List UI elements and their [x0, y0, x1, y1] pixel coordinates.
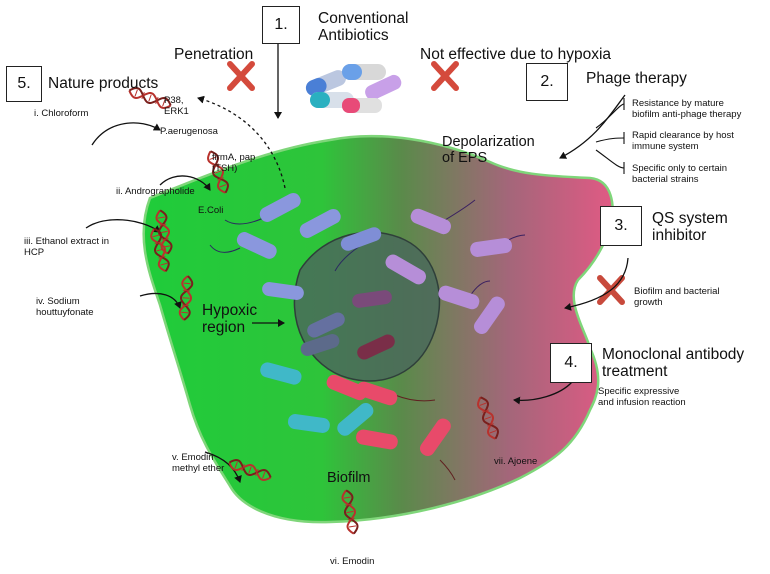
step-box-2: 2. [526, 63, 568, 101]
specific-strains-label: Specific only to certain bacterial strai… [632, 163, 728, 185]
infusion-reaction-label: Specific expressive and infusion reactio… [598, 386, 686, 408]
bacterium [209, 232, 277, 259]
step-number: 2. [540, 73, 554, 90]
bacterium [356, 381, 436, 406]
step-number: 1. [274, 16, 288, 33]
dna-helix-icon [228, 459, 272, 481]
bacterium [352, 290, 392, 308]
andrographolide-label: ii. Andrographolide [116, 186, 195, 197]
monoclonal-label: Monoclonal antibody treatment [602, 346, 745, 380]
penetration-label: Penetration [174, 46, 254, 63]
ethanol-extract-label: iii. Ethanol extract in HCP [24, 236, 110, 258]
bacterium [470, 234, 526, 257]
cross-icon [227, 61, 255, 91]
bacterium [307, 312, 345, 338]
bacterium [300, 333, 340, 357]
bacterium [287, 414, 330, 433]
step-box-1: 1. [262, 6, 300, 44]
nature-products-label: Nature products [48, 75, 159, 92]
bacterium [419, 418, 456, 481]
bacterium [334, 227, 382, 272]
bacterium [337, 403, 374, 436]
bacterium [385, 254, 426, 285]
bacterium [224, 192, 301, 225]
dna-helix-icon [128, 87, 172, 109]
hypoxic-region-label: Hypoxic region [202, 302, 258, 336]
dna-icons [128, 87, 499, 535]
chloroform-label: i. Chloroform [34, 108, 89, 119]
sodium-houttuyfonate-label: iv. Sodium houttuyfonate [36, 296, 94, 318]
step-number: 4. [564, 354, 578, 371]
bacterium [356, 429, 398, 450]
ecoli-label: E.Coli [198, 205, 224, 216]
step-box-5: 5. [6, 66, 42, 102]
bacteria-group [209, 192, 526, 481]
resistance-label: Resistance by mature biofilm anti-phage … [632, 98, 742, 120]
dna-helix-icon [207, 150, 229, 194]
phage-therapy-label: Phage therapy [586, 70, 687, 87]
phage-inhibition-branches [595, 98, 625, 174]
firma-pap-label: firmA, pap (TSH) [212, 152, 256, 174]
bacterium [299, 208, 341, 238]
rapid-clearance-label: Rapid clearance by host immune system [632, 130, 734, 152]
dna-helix-icon [150, 227, 170, 273]
dna-helix-icon [341, 489, 359, 535]
qs-inhibitor-label: QS system inhibitor [652, 210, 728, 244]
step-number: 3. [614, 217, 628, 234]
bacterium [357, 334, 395, 360]
bacterium [438, 280, 491, 310]
depolarization-label: Depolarization of EPS [442, 134, 535, 166]
step-number: 5. [17, 75, 31, 92]
emodin-label: vi. Emodin [330, 556, 375, 567]
arrows [85, 42, 629, 483]
step-box-3: 3. [600, 206, 642, 246]
biofilm-growth-label: Biofilm and bacterial growth [634, 286, 720, 308]
not-effective-label: Not effective due to hypoxia [420, 46, 612, 63]
ajoene-label: vii. Ajoene [494, 456, 538, 467]
bacterium [262, 282, 304, 300]
bacterium [326, 374, 367, 401]
paeruginosa-label: P.aerugenosa [160, 126, 218, 137]
antibiotic-capsules [305, 64, 402, 113]
cross-icon [431, 61, 459, 91]
bacterium [260, 362, 302, 385]
dna-helix-icon [178, 275, 194, 321]
bacterium [410, 199, 476, 235]
dna-helix-icon [477, 396, 499, 440]
p38-erk1-label: P38, ERK1 [164, 95, 189, 117]
conventional-antibiotics-label: Conventional Antibiotics [318, 10, 409, 44]
bacterium [473, 296, 505, 335]
step-box-4: 4. [550, 343, 592, 383]
biofilm-label: Biofilm [327, 470, 371, 486]
emodin-methyl-ether-label: v. Emodin methyl ether [172, 452, 225, 474]
